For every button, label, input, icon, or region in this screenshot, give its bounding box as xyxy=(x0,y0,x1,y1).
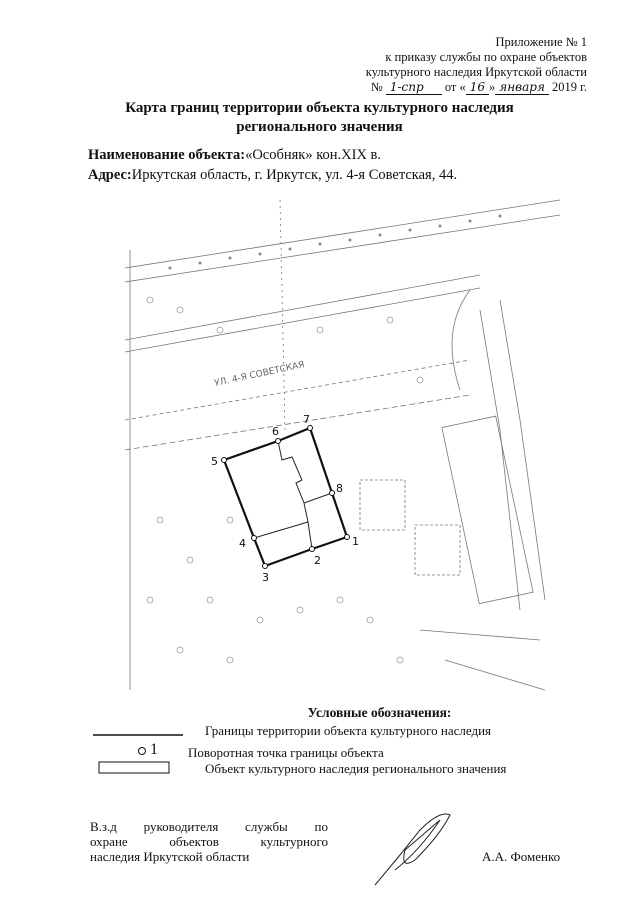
svg-text:7: 7 xyxy=(303,413,310,426)
svg-text:2: 2 xyxy=(314,554,321,567)
heritage-object-outline xyxy=(223,440,333,550)
svg-text:4: 4 xyxy=(239,537,246,550)
map-background xyxy=(124,199,561,691)
object-name: Наименование объекта:«Особняк» кон.XIX в… xyxy=(88,147,382,163)
svg-text:5: 5 xyxy=(211,455,218,468)
point-labels: 1 2 3 4 5 6 7 8 xyxy=(211,413,359,584)
appendix-header: Приложение № 1 к приказу службы по охран… xyxy=(366,35,587,95)
object-address: Адрес:Иркутская область, г. Иркутск, ул.… xyxy=(88,167,458,183)
order-number: 1-спр xyxy=(385,80,442,95)
legend-item-boundary: Границы территории объекта культурного н… xyxy=(205,723,492,738)
point-4 xyxy=(251,535,257,541)
appendix-number: Приложение № 1 xyxy=(495,35,587,49)
legend-point-symbol xyxy=(138,747,146,755)
point-6 xyxy=(275,438,281,444)
svg-text:8: 8 xyxy=(336,482,343,495)
svg-text:6: 6 xyxy=(272,425,279,438)
legend-point-number: 1 xyxy=(150,741,158,758)
order-number-date: № 1-спр от «16»января 2019 г. xyxy=(370,80,587,95)
legend-title: Условные обозначения: xyxy=(307,705,452,720)
point-1 xyxy=(344,534,350,540)
signatory-position-line3: наследия Иркутской области xyxy=(90,849,250,864)
handwritten-signature xyxy=(374,813,451,886)
street-label: УЛ. 4-Я СОВЕТСКАЯ xyxy=(214,360,306,389)
legend-item-object: Объект культурного наследия региональног… xyxy=(205,761,507,776)
order-reference: к приказу службы по охране объектов xyxy=(385,50,587,64)
point-8 xyxy=(329,490,335,496)
turning-points xyxy=(221,425,350,569)
point-5 xyxy=(221,457,227,463)
legend-rectangle-symbol xyxy=(98,761,170,774)
point-3 xyxy=(262,563,268,569)
page-title: Карта границ территории объекта культурн… xyxy=(125,100,514,135)
order-day: 16 xyxy=(465,80,490,95)
point-2 xyxy=(309,546,315,552)
road-dots xyxy=(168,214,502,270)
svg-text:1: 1 xyxy=(352,535,359,548)
signatory-name: А.А. Фоменко xyxy=(482,849,561,864)
legend-item-point: Поворотная точка границы объекта xyxy=(188,745,384,760)
signatory-position: В.з.д руководителя службы по охране объе… xyxy=(90,819,328,849)
tree-symbols xyxy=(146,296,424,664)
order-authority: культурного наследия Иркутской области xyxy=(365,65,587,79)
point-7 xyxy=(307,425,313,431)
svg-text:3: 3 xyxy=(262,571,269,584)
order-month: января xyxy=(495,80,549,95)
